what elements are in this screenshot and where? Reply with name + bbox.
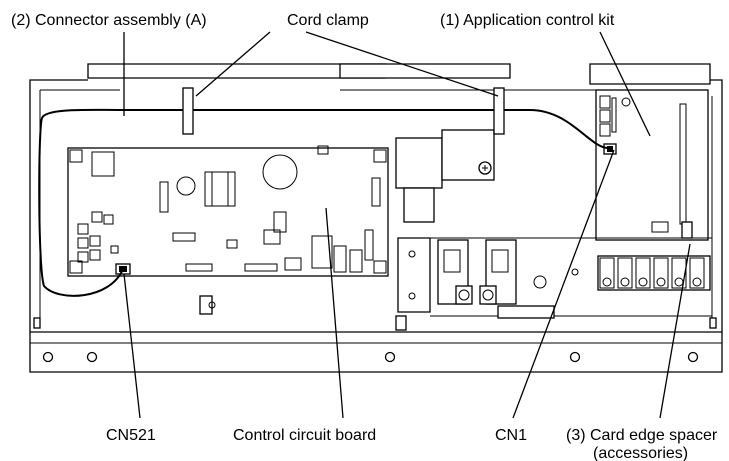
label-card-edge-spacer: (3) Card edge spacer	[566, 427, 718, 444]
label-application-control-kit: (1) Application control kit	[440, 12, 615, 29]
leader-lines	[123, 31, 691, 419]
housing-panel	[29, 63, 723, 373]
connector-assembly-cable	[38, 108, 609, 297]
application-control-kit	[595, 89, 709, 241]
label-cn1: CN1	[495, 427, 527, 444]
cord-clamp-right	[493, 87, 505, 135]
terminal-block-area	[397, 237, 713, 319]
cord-clamp-left	[182, 87, 194, 135]
transformer	[395, 129, 495, 223]
label-cn521: CN521	[106, 427, 156, 444]
label-control-circuit-board: Control circuit board	[233, 427, 376, 444]
control-circuit-board	[67, 145, 389, 277]
label-accessories: (accessories)	[593, 445, 688, 461]
label-connector-assembly: (2) Connector assembly (A)	[11, 12, 207, 29]
label-cord-clamp: Cord clamp	[287, 12, 369, 29]
